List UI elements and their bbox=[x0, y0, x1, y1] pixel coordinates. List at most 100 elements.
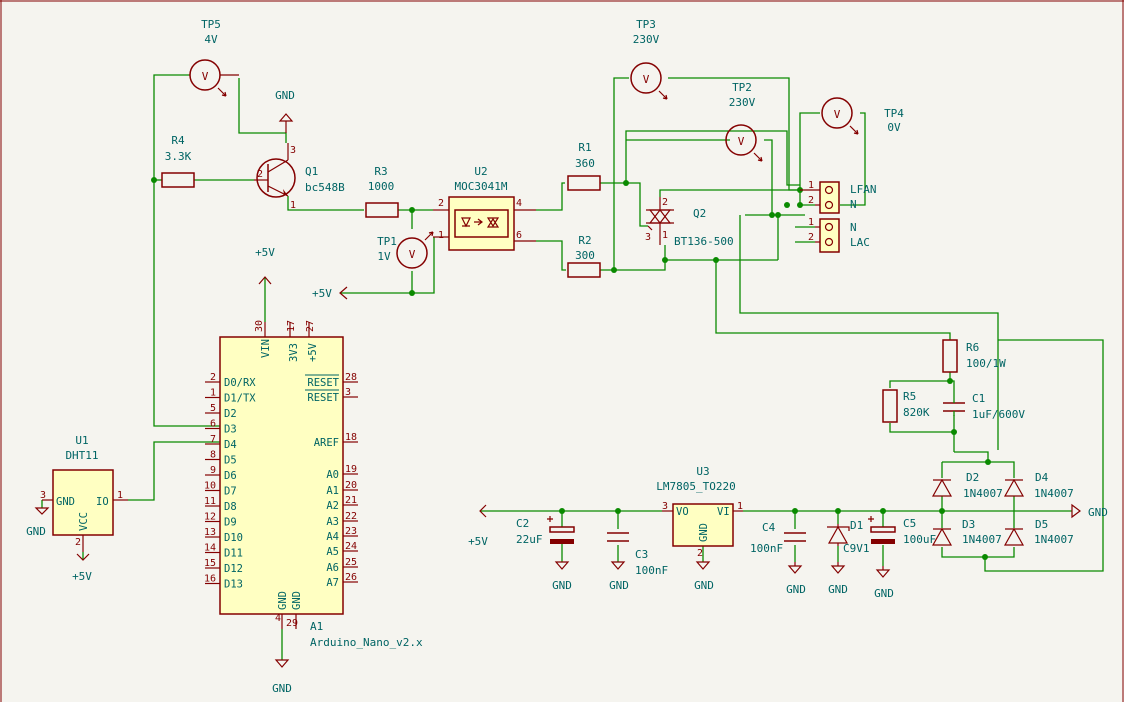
tp4-ref: TP4 bbox=[884, 107, 904, 120]
a1-left-pin-number: 7 bbox=[210, 434, 216, 445]
a1-left-pin-label: D8 bbox=[224, 501, 237, 513]
a1-label-vin: VIN bbox=[260, 339, 272, 358]
sensor-dht11-u1[interactable]: 3 GND 2 VCC 1 IO U1 DHT11 bbox=[40, 434, 128, 552]
diode-d4[interactable]: D4 1N4007 bbox=[1003, 471, 1074, 500]
test-point-tp3[interactable]: V TP3 230V bbox=[630, 18, 668, 100]
gnd-symbol-c3: GND bbox=[609, 561, 629, 592]
u3-pin-2: 2 bbox=[697, 548, 703, 559]
zener-diode-d1[interactable]: D1 C9V1 bbox=[827, 519, 870, 555]
u3-value: LM7805_TO220 bbox=[656, 480, 735, 493]
a1-right-pin-label: A6 bbox=[326, 562, 339, 574]
a1-left-pin-number: 5 bbox=[210, 403, 216, 414]
gnd-symbol-c5: GND bbox=[874, 566, 894, 600]
d5-value: 1N4007 bbox=[1034, 533, 1074, 546]
a1-right-pin-label: A2 bbox=[326, 500, 339, 512]
p5v-symbol-reg: +5V bbox=[468, 504, 488, 548]
a1-pin-17: 17 bbox=[286, 320, 297, 332]
u3-pin-1: 1 bbox=[737, 501, 743, 512]
a1-left-pin-label: D6 bbox=[224, 470, 237, 482]
regulator-u3[interactable]: 3 VO 1 VI 2 GND U3 LM7805_TO220 bbox=[656, 465, 743, 559]
tp1-meter-label: V bbox=[409, 248, 416, 261]
gnd-symbol-q1: GND bbox=[275, 89, 295, 133]
resistor-r2[interactable]: R2 300 bbox=[567, 234, 601, 278]
test-point-tp1[interactable]: V TP1 1V bbox=[377, 231, 434, 269]
p5v-label-reg: +5V bbox=[468, 535, 488, 548]
c5-value: 100uF bbox=[903, 533, 936, 546]
u3-ref: U3 bbox=[696, 465, 709, 478]
triac-q2[interactable]: 2 1 3 Q2 BT136-500 bbox=[645, 197, 734, 248]
r3-value: 1000 bbox=[368, 180, 395, 193]
a1-left-pin-label: D0/RX bbox=[224, 377, 256, 389]
diode-d3[interactable]: D3 1N4007 bbox=[931, 518, 1002, 546]
transistor-q1[interactable]: 3 2 1 Q1 bc548B bbox=[254, 143, 345, 211]
gnd-label-c4: GND bbox=[786, 583, 806, 596]
p5v-symbol-opto: +5V bbox=[312, 286, 348, 300]
c5-ref: C5 bbox=[903, 517, 916, 530]
resistor-r1[interactable]: R1 360 bbox=[567, 141, 601, 191]
q2-pin-3: 3 bbox=[645, 232, 651, 243]
capacitor-c3[interactable]: C3 100nF bbox=[607, 532, 668, 577]
capacitor-c2[interactable]: C2 22uF bbox=[516, 516, 575, 546]
d4-value: 1N4007 bbox=[1034, 487, 1074, 500]
gnd-label-u3: GND bbox=[694, 579, 714, 592]
c3-value: 100nF bbox=[635, 564, 668, 577]
a1-right-pin-label: A5 bbox=[326, 546, 339, 558]
tp1-ref: TP1 bbox=[377, 235, 397, 248]
a1-right-pin-number: 26 bbox=[345, 572, 357, 583]
tp5-ref: TP5 bbox=[201, 18, 221, 31]
tp5-value: 4V bbox=[204, 33, 218, 46]
fan-pin-2: 2 bbox=[808, 195, 814, 206]
r5-value: 820K bbox=[903, 406, 930, 419]
c1-value: 1uF/600V bbox=[972, 408, 1025, 421]
tp5-meter-label: V bbox=[202, 70, 209, 83]
u2-value: MOC3041M bbox=[455, 180, 508, 193]
gnd-label-c3: GND bbox=[609, 579, 629, 592]
ac-pin-2: 2 bbox=[808, 232, 814, 243]
r6-value: 100/1W bbox=[966, 357, 1006, 370]
gnd-symbol-u3: GND bbox=[694, 561, 714, 592]
c4-value: 100nF bbox=[750, 542, 783, 555]
connector-fan[interactable]: 1 2 LFAN N bbox=[800, 180, 877, 214]
gnd-label-dht: GND bbox=[26, 525, 46, 538]
resistor-r3[interactable]: R3 1000 bbox=[365, 165, 399, 218]
gnd-symbol-c4: GND bbox=[786, 562, 806, 596]
a1-right-pin-label: A1 bbox=[326, 485, 339, 497]
a1-right-pin-label: RESET bbox=[307, 392, 339, 404]
gnd-symbol-dht: GND bbox=[26, 507, 50, 538]
capacitor-c5[interactable]: C5 100uF bbox=[868, 516, 936, 546]
a1-left-pin-number: 15 bbox=[204, 558, 216, 569]
r5-ref: R5 bbox=[903, 390, 916, 403]
u3-label-vi: VI bbox=[717, 506, 730, 518]
a1-right-pin-number: 28 bbox=[345, 372, 357, 383]
resistor-r6[interactable]: R6 100/1W bbox=[942, 339, 1006, 373]
diode-d2[interactable]: D2 1N4007 bbox=[931, 471, 1003, 500]
resistor-r5[interactable]: R5 820K bbox=[882, 389, 930, 423]
test-point-tp4[interactable]: V TP4 0V bbox=[821, 97, 904, 135]
r1-value: 360 bbox=[575, 157, 595, 170]
connector-ac[interactable]: 1 2 N LAC bbox=[808, 217, 870, 253]
gnd-label-c5: GND bbox=[874, 587, 894, 600]
q2-pin-1: 1 bbox=[662, 230, 668, 241]
a1-pin-4: 4 bbox=[275, 613, 281, 624]
capacitor-c4[interactable]: C4 100nF bbox=[750, 521, 806, 555]
a1-left-pin-label: D4 bbox=[224, 439, 237, 451]
optocoupler-u2[interactable]: 2 1 4 6 U2 MOC3041M bbox=[433, 165, 536, 251]
gnd-label-bridge: GND bbox=[1088, 506, 1108, 519]
resistor-r4[interactable]: R4 3.3K bbox=[161, 134, 195, 188]
capacitor-c1[interactable]: C1 1uF/600V bbox=[943, 392, 1025, 421]
test-point-tp5[interactable]: V TP5 4V bbox=[189, 18, 239, 97]
ac-label-n: N bbox=[850, 221, 857, 234]
diode-d5[interactable]: D5 1N4007 bbox=[1003, 518, 1074, 546]
a1-right-pin-number: 25 bbox=[345, 557, 357, 568]
u2-pin-6: 6 bbox=[516, 230, 522, 241]
a1-left-pin-number: 14 bbox=[204, 543, 216, 554]
u2-pin-4: 4 bbox=[516, 198, 522, 209]
a1-left-pin-number: 12 bbox=[204, 512, 216, 523]
a1-pin-30: 30 bbox=[254, 320, 265, 332]
c1-ref: C1 bbox=[972, 392, 985, 405]
r2-value: 300 bbox=[575, 249, 595, 262]
u1-pin-1: 1 bbox=[117, 490, 123, 501]
test-point-tp2[interactable]: V TP2 230V bbox=[725, 81, 763, 162]
q2-value: BT136-500 bbox=[674, 235, 734, 248]
